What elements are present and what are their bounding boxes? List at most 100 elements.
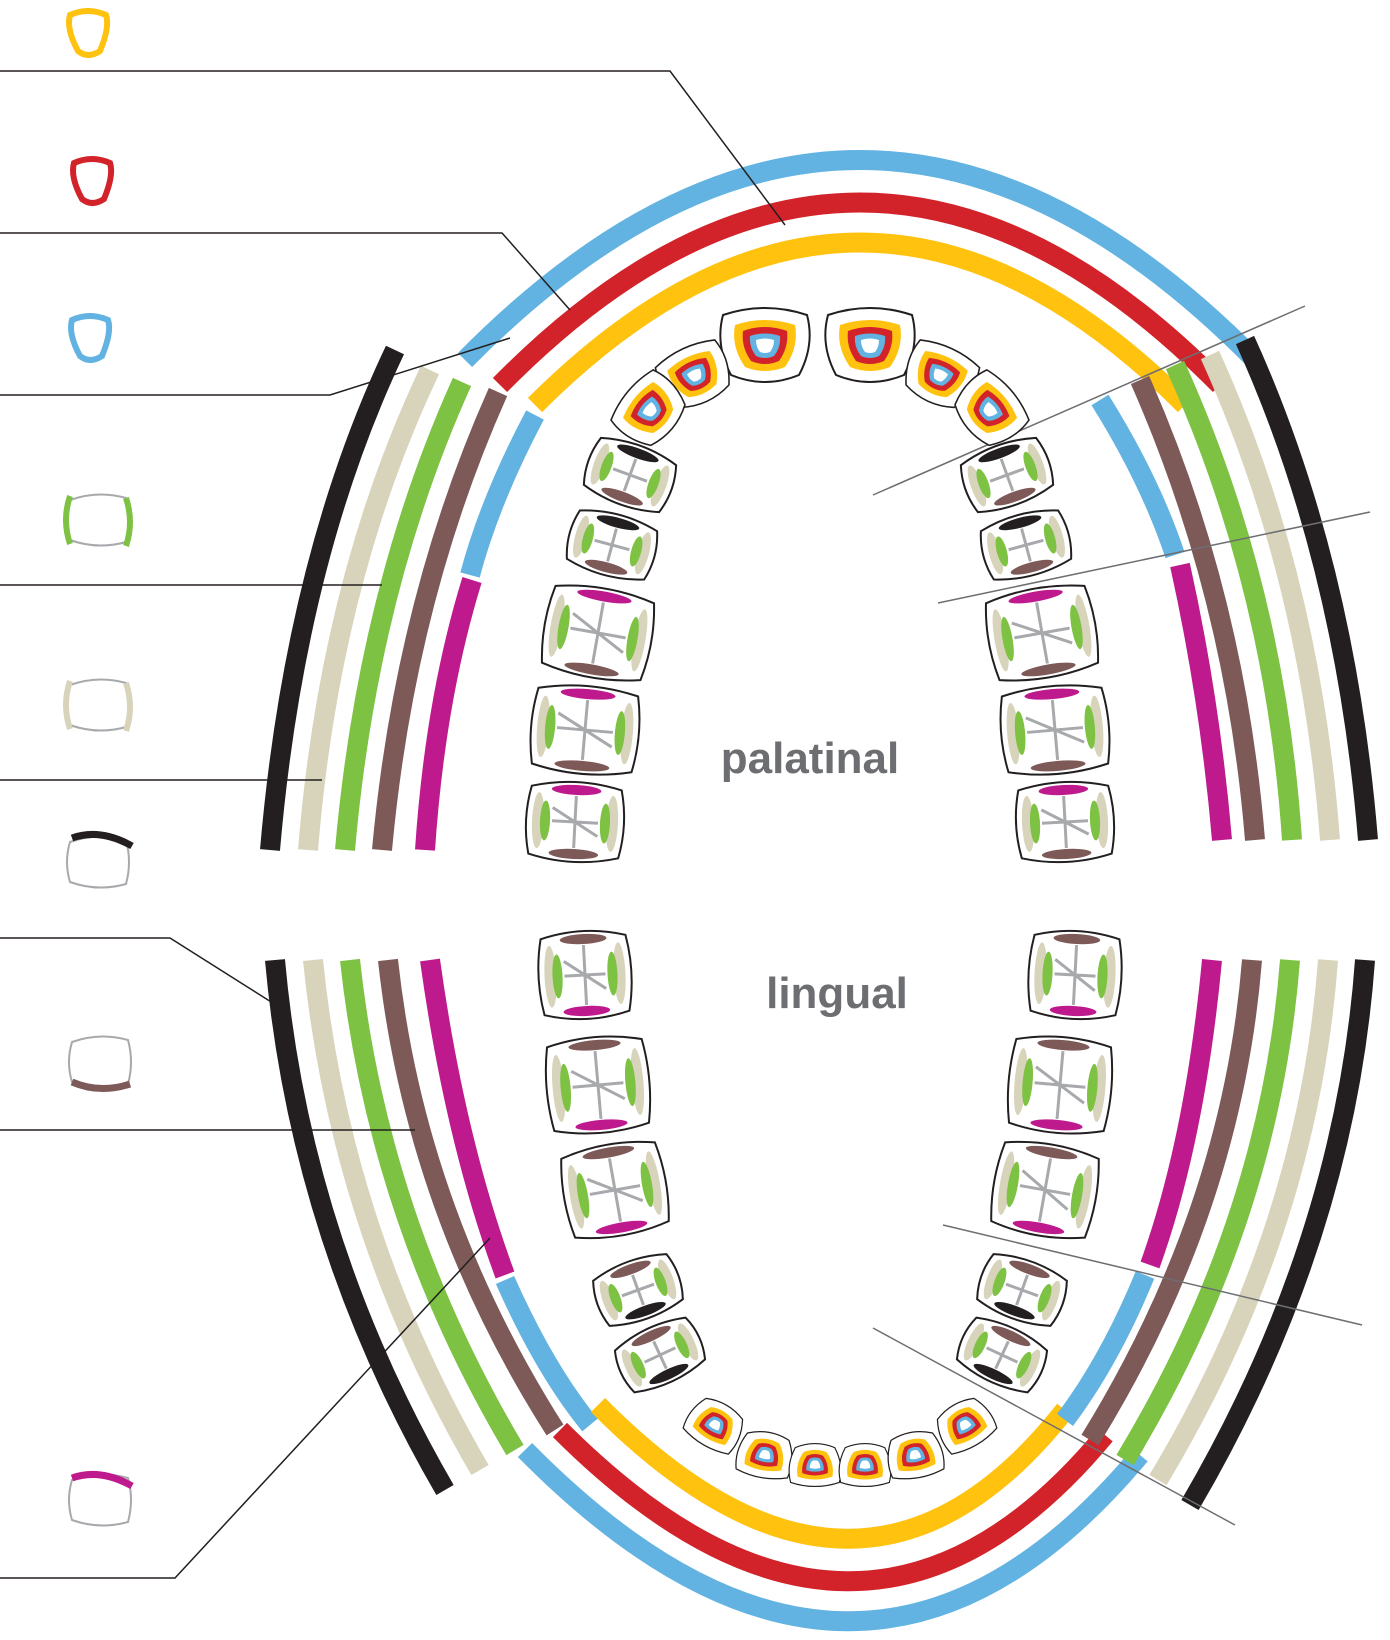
lower-left-molar-1-fissures: [586, 1158, 644, 1222]
lower-right-molar-2-bottom-surface: [1030, 1119, 1083, 1131]
lower-left-molar-2-top-surface: [568, 1039, 621, 1051]
upper-left-premolar-2-bottom-surface: [584, 559, 628, 575]
leader-upper-right-1: [872, 305, 1306, 496]
upper-jaw-label: palatinal: [721, 734, 900, 783]
upper-right-premolar-1: [959, 436, 1055, 514]
lower-right-molar-1-left-green: [1006, 1161, 1020, 1208]
upper-yellow-front-arc: [527, 232, 1193, 413]
blue-outline-icon: [68, 313, 113, 363]
lower-left-premolar-2-top-surface: [610, 1260, 651, 1279]
lower-right-premolar-2-bottom-surface: [994, 1301, 1035, 1320]
green-sides-icon: [63, 493, 133, 547]
upper-central-incisor-left-pulp: [756, 338, 774, 353]
lower-left-premolar-2-fissures: [621, 1274, 655, 1306]
lower-left-molar-2: [544, 1035, 652, 1135]
upper-right-premolar-1-top-surface: [978, 444, 1020, 463]
lower-right-premolar-1-right-green: [1016, 1351, 1032, 1379]
lower-left-beige-band: [303, 959, 489, 1476]
upper-left-molar-1-left-beige: [548, 594, 565, 657]
lower-left-molar-1-top-surface: [582, 1145, 635, 1160]
lower-right-premolar-1-right-beige: [1019, 1349, 1041, 1387]
upper-right-premolar-2-left-beige: [987, 532, 1004, 575]
lower-right-green-band: [1116, 959, 1300, 1466]
lower-right-molar-3-top-surface: [1053, 933, 1101, 945]
upper-central-incisor-right: [824, 307, 916, 383]
upper-left-molar-2: [529, 684, 641, 776]
upper-right-molar-2-right-green: [1084, 705, 1096, 749]
lower-right-premolar-1-bottom-surface: [973, 1363, 1013, 1385]
lower-right-black-band: [1181, 959, 1375, 1511]
upper-left-premolar-1-right-beige: [650, 465, 670, 507]
black-top-edge: [70, 830, 134, 850]
lower-left-premolar-2-bottom-surface: [625, 1301, 666, 1320]
upper-right-premolar-2-bottom-surface: [1010, 559, 1054, 575]
lower-left-molar-3-fissures: [562, 944, 608, 1006]
lower-lateral-incisor-left-pulp: [758, 1449, 771, 1460]
upper-right-premolar-1-right-green: [1023, 451, 1038, 482]
lower-right-molar-3: [1027, 929, 1123, 1021]
lower-left-molar-1-left-beige: [567, 1165, 585, 1229]
leader-magenta: [0, 1237, 491, 1579]
lower-left-premolar-2: [592, 1253, 684, 1327]
upper-right-premolar-2-right-beige: [1048, 515, 1065, 558]
upper-right-premolar-2-top-surface: [998, 515, 1042, 531]
lower-lateral-incisor-left: [735, 1431, 793, 1480]
upper-left-magenta-band: [415, 577, 482, 851]
upper-right-molar-3: [1014, 780, 1116, 864]
lower-right-molar-1-fissures: [1019, 1158, 1071, 1222]
upper-right-premolar-2: [979, 509, 1073, 581]
lower-left-premolar-2-right-green: [653, 1267, 668, 1296]
upper-right-molar-1-top-surface: [1008, 589, 1063, 604]
upper-central-incisor-right-pulp: [861, 338, 879, 353]
leader-upper-right-2: [937, 511, 1371, 604]
upper-left-molar-3-fissures: [551, 795, 599, 849]
lower-right-molar-2-top-surface: [1037, 1039, 1090, 1051]
lower-central-incisor-right-pulp: [859, 1460, 871, 1469]
upper-right-molar-1-right-beige: [1075, 594, 1092, 657]
green-sides-icon-shape: [66, 493, 130, 547]
beige-left-side: [63, 680, 73, 730]
upper-left-premolar-2-left-beige: [573, 515, 590, 558]
upper-right-molar-1: [984, 584, 1100, 682]
upper-right-green-band: [1165, 360, 1302, 841]
upper-canine-left-pulp: [642, 402, 657, 417]
lower-left-molar-2-right-green: [624, 1058, 636, 1107]
lower-right-premolar-1-fissures: [985, 1340, 1019, 1370]
beige-right-side: [123, 682, 133, 732]
upper-right-brown-band: [1130, 375, 1265, 841]
upper-lateral-incisor-left-pulp: [686, 368, 702, 382]
upper-left-premolar-2-right-beige: [634, 532, 651, 575]
upper-left-molar-3-top-surface: [551, 784, 602, 796]
upper-right-molar-2-left-green: [1014, 711, 1026, 755]
lower-right-premolar-1-left-green: [972, 1331, 988, 1359]
upper-right-molar-1-right-green: [1070, 604, 1083, 650]
black-top-icon-shape: [66, 835, 130, 889]
upper-right-premolar-1-bottom-surface: [994, 487, 1036, 506]
lower-yellow-front-arc: [590, 1397, 1073, 1549]
lower-left-molar-1-left-green: [576, 1172, 590, 1219]
lower-left-molar-1: [560, 1140, 670, 1240]
upper-left-molar-3-bottom-surface: [548, 848, 599, 860]
upper-left-premolar-1: [582, 436, 678, 514]
upper-canine-right: [954, 368, 1030, 447]
teeth: [524, 307, 1123, 1488]
lower-left-black-band: [265, 959, 454, 1496]
lower-right-premolar-2-left-beige: [983, 1259, 1003, 1300]
upper-lateral-incisor-right: [905, 339, 981, 409]
upper-lateral-incisor-right-pulp: [933, 368, 949, 382]
lower-left-magenta-band: [420, 958, 515, 1279]
lower-right-blue-band: [1056, 1271, 1155, 1426]
upper-right-molar-1-left-green: [1001, 616, 1014, 662]
lower-left-green-band: [340, 958, 524, 1456]
upper-left-black-band: [260, 345, 405, 851]
upper-left-green-band: [335, 377, 472, 851]
lower-right-molar-1-right-beige: [1075, 1165, 1093, 1229]
upper-left-molar-1-right-beige: [631, 609, 648, 672]
incisal-outline-icon: [66, 8, 111, 58]
brown-bottom-edge: [70, 1078, 132, 1092]
lower-right-molar-1-bottom-surface: [1012, 1220, 1065, 1235]
upper-left-molar-3: [524, 780, 626, 864]
beige-sides-icon: [63, 678, 133, 732]
incisal-outline-icon-shape: [66, 8, 111, 58]
lower-left-premolar-1-right-beige: [677, 1323, 699, 1361]
